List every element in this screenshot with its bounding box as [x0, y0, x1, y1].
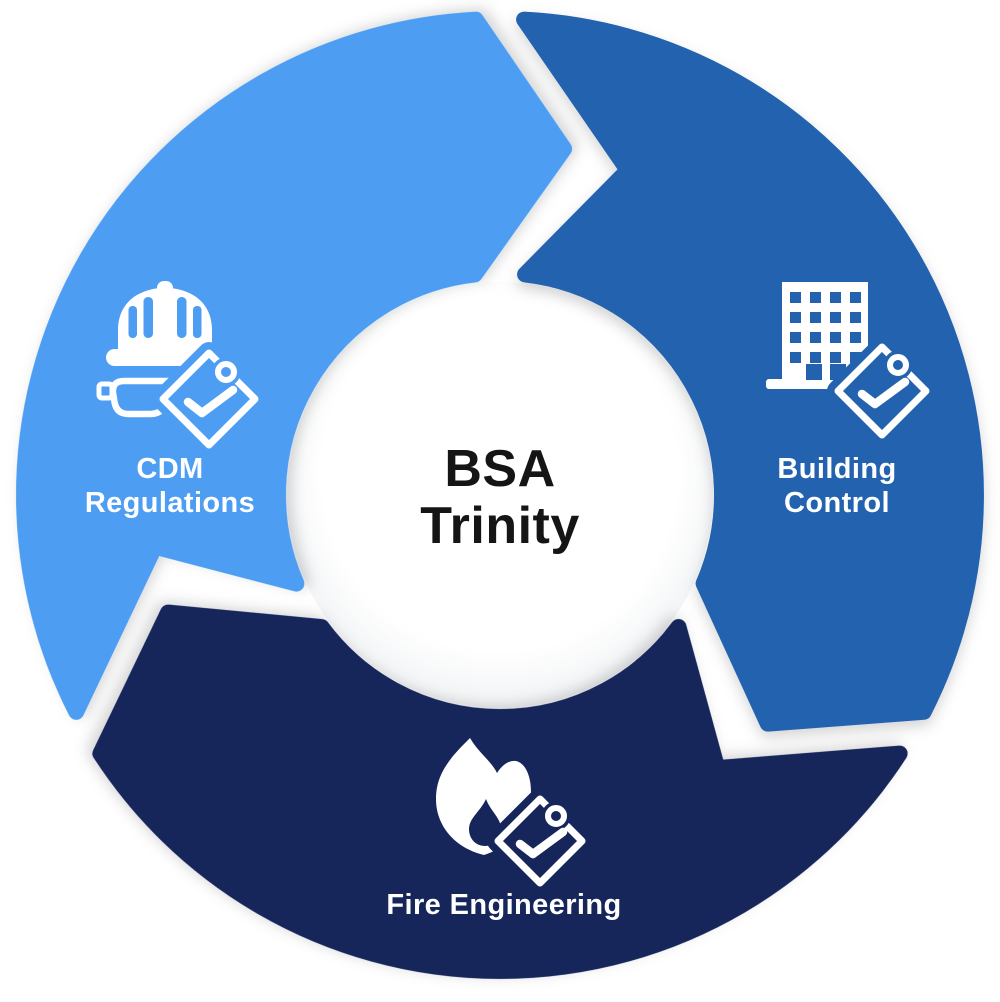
tag-hole [215, 361, 237, 383]
segment-label-line: Regulations [84, 487, 256, 519]
building-windows [790, 292, 861, 363]
diagram-title-line: Trinity [420, 497, 580, 555]
tag-checkmark [515, 827, 568, 859]
segment-label-building-control: Building Control [712, 452, 962, 520]
center-circle [287, 282, 713, 708]
check-tag-icon [827, 336, 937, 446]
tag-checkmark [857, 377, 910, 409]
hard-hat-goggles-check-tag-icon [96, 281, 266, 456]
tag-outline [834, 343, 930, 439]
building-check-tag-icon [766, 282, 937, 446]
helmet-ridge-slots [128, 297, 202, 338]
segment-label-cdm: CDM Regulations [45, 452, 295, 520]
check-tag-icon [487, 788, 593, 894]
diagram-title-line: BSA [444, 440, 556, 498]
segment-label-line: Control [784, 487, 890, 519]
tag-outline [159, 349, 259, 449]
check-tag-icon [152, 342, 266, 456]
diagram-title: BSA Trinity [300, 441, 700, 555]
tag-hole [887, 354, 909, 376]
tag-hole [545, 805, 567, 827]
tag-outline [494, 795, 586, 887]
tag-checkmark [183, 385, 238, 418]
helmet-center-rib [157, 281, 173, 338]
segment-label-line: CDM [136, 453, 204, 485]
segment-label-line: Building [777, 453, 897, 485]
segment-label-fire-engineering: Fire Engineering [304, 888, 704, 922]
segment-label-line: Fire Engineering [386, 889, 622, 921]
flame-check-tag-icon [436, 738, 593, 894]
